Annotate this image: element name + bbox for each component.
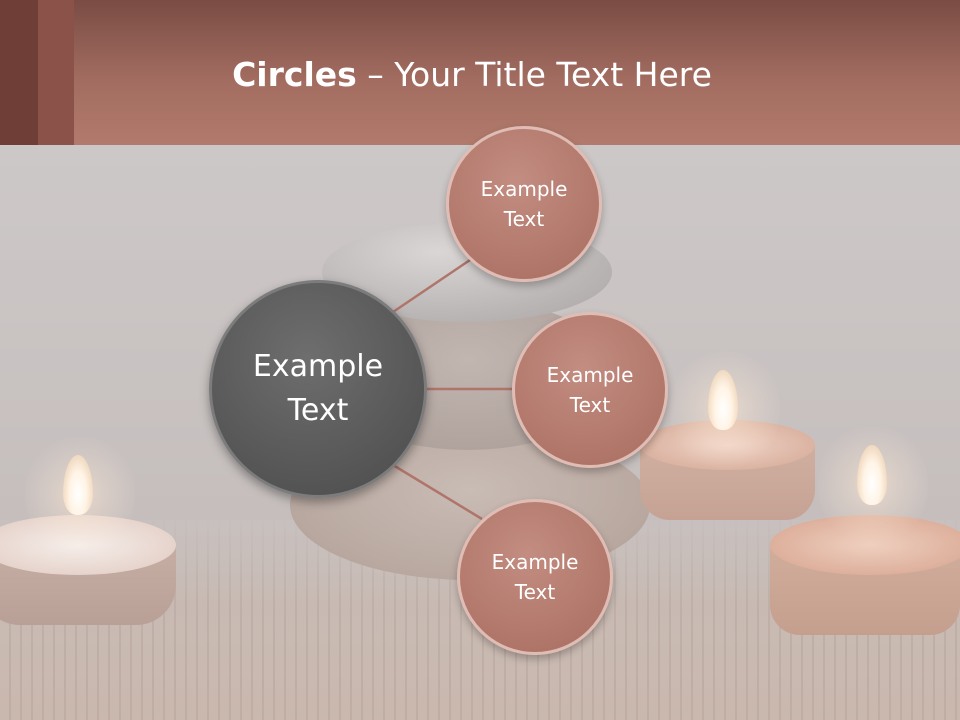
header-accent-mid: [38, 0, 74, 145]
slide-title[interactable]: Circles – Your Title Text Here: [0, 55, 944, 94]
connector-1: [392, 258, 471, 314]
node-circle-2-label: Example Text: [546, 363, 634, 417]
node-circle-3[interactable]: Example Text: [457, 499, 613, 655]
center-circle[interactable]: Example Text: [209, 280, 427, 498]
connector-3: [392, 463, 483, 521]
header-band: [0, 0, 960, 145]
candle-right-bottom-flame: [857, 445, 887, 505]
title-separator: –: [356, 55, 395, 94]
header-accent-dark: [0, 0, 38, 145]
center-circle-label: Example Text: [252, 349, 384, 428]
candle-left-flame: [63, 455, 93, 515]
title-bold: Circles: [232, 55, 357, 94]
title-rest: Your Title Text Here: [394, 55, 712, 94]
candle-right-top-flame: [708, 370, 738, 430]
node-circle-3-label: Example Text: [491, 550, 579, 604]
node-circle-1-label: Example Text: [480, 177, 568, 231]
node-circle-1[interactable]: Example Text: [446, 126, 602, 282]
node-circle-2[interactable]: Example Text: [512, 312, 668, 468]
